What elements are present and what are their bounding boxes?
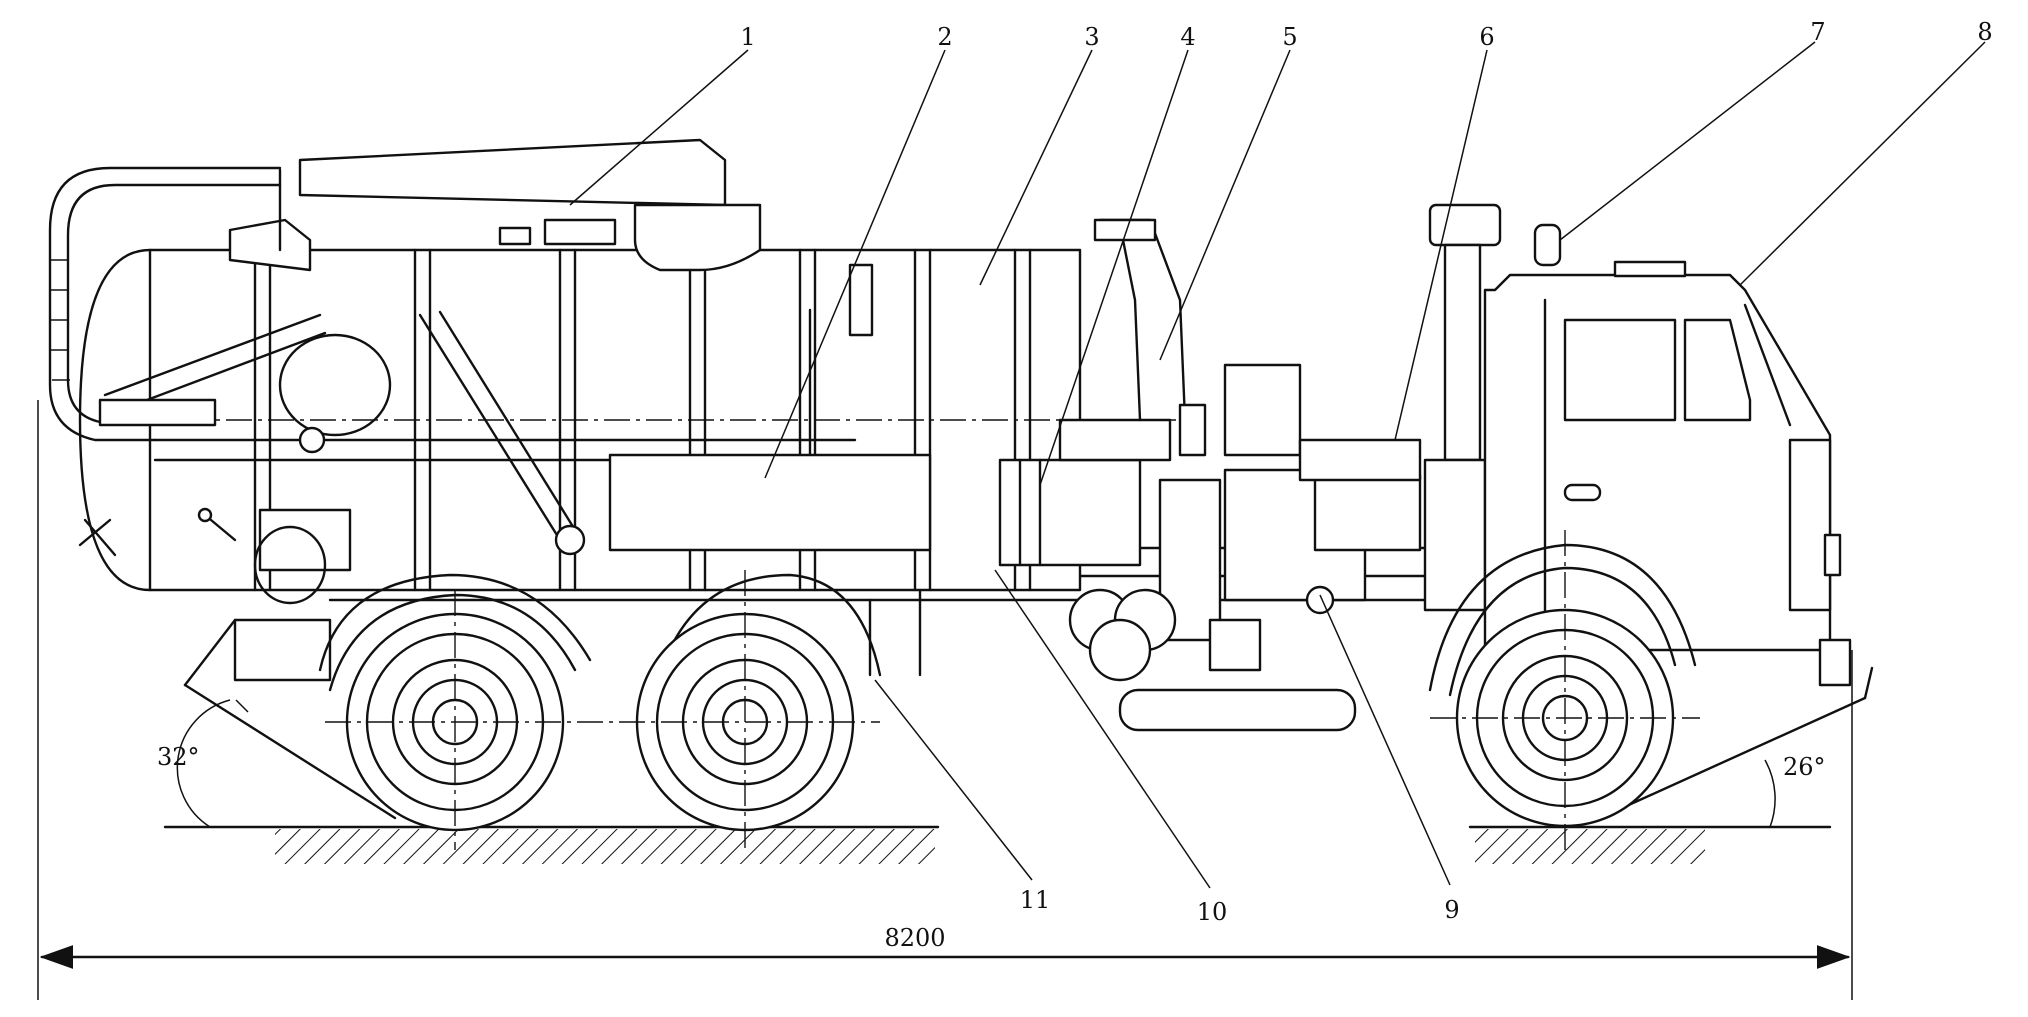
front-angle-label: 26° xyxy=(1783,753,1826,781)
callout-6: 6 xyxy=(1479,23,1494,51)
tool-box xyxy=(608,453,932,552)
callout-2: 2 xyxy=(937,23,952,51)
pump-pipe xyxy=(1093,218,1207,457)
axle-centerlines xyxy=(325,530,1700,850)
overall-length-label: 8200 xyxy=(884,924,945,952)
callout-4: 4 xyxy=(1180,23,1195,51)
approach-angle-lines xyxy=(1598,666,1874,828)
callout-3: 3 xyxy=(1084,23,1099,51)
callout-1: 1 xyxy=(740,23,755,51)
suction-boom xyxy=(228,138,762,272)
rear-valve xyxy=(78,507,237,557)
departure-angle-lines xyxy=(176,618,397,828)
vacuum-pump xyxy=(998,418,1172,567)
leader-lines xyxy=(569,41,1986,889)
callout-11: 11 xyxy=(1020,886,1051,914)
rear-angle-label: 32° xyxy=(157,743,200,771)
mid-tanks xyxy=(1068,588,1357,732)
suction-hose xyxy=(48,166,282,442)
overall-length-dimension xyxy=(37,400,1853,1000)
callout-10: 10 xyxy=(1197,898,1228,926)
rear-arm xyxy=(98,310,586,605)
callout-5: 5 xyxy=(1282,23,1297,51)
ground-rear xyxy=(163,825,940,864)
ground-front xyxy=(1468,825,1832,864)
callout-7: 7 xyxy=(1810,18,1825,46)
callout-8: 8 xyxy=(1977,18,1992,46)
cab xyxy=(1483,223,1852,687)
callout-9: 9 xyxy=(1444,896,1459,924)
